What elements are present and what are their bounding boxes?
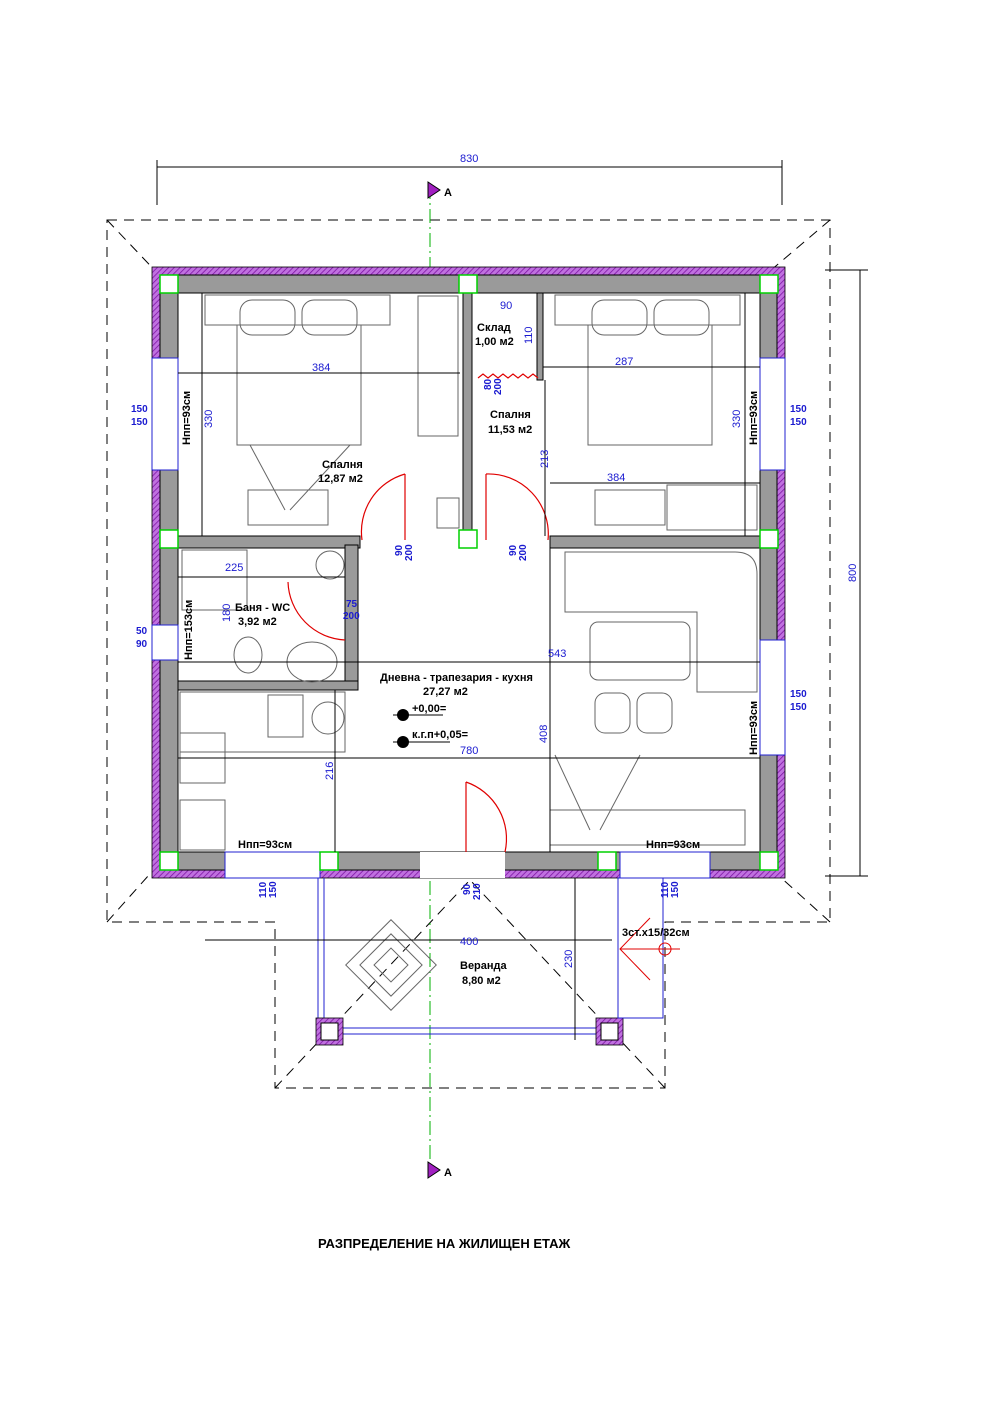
svg-text:150: 150 — [670, 881, 681, 898]
svg-text:216: 216 — [324, 762, 336, 780]
svg-text:Склад: Склад — [477, 322, 511, 334]
svg-text:150: 150 — [131, 417, 148, 428]
svg-text:Спалня: Спалня — [322, 459, 363, 471]
svg-text:80: 80 — [483, 378, 494, 390]
drawing-title: РАЗПРЕДЕЛЕНИЕ НА ЖИЛИЩЕН ЕТАЖ — [318, 1236, 571, 1251]
svg-text:150: 150 — [790, 702, 807, 713]
svg-text:к.г.п+0,05=: к.г.п+0,05= — [412, 729, 468, 741]
svg-text:408: 408 — [538, 725, 550, 743]
svg-text:200: 200 — [343, 611, 360, 622]
interior-walls — [177, 292, 761, 691]
room-bathroom: Баня - WC 3,92 м2 — [235, 602, 290, 628]
svg-text:384: 384 — [607, 472, 625, 484]
room-veranda: Веранда 8,80 м2 — [460, 960, 508, 987]
svg-text:90: 90 — [136, 639, 148, 650]
dim-overall-depth: 800 — [847, 564, 859, 582]
svg-text:8,80 м2: 8,80 м2 — [462, 975, 501, 987]
svg-text:Hпп=93см: Hпп=93см — [748, 391, 760, 445]
svg-text:200: 200 — [404, 544, 415, 561]
svg-text:Веранда: Веранда — [460, 960, 508, 972]
stairs-label: 3ст.х15/32см — [622, 927, 690, 939]
windows — [151, 357, 786, 879]
svg-text:A: A — [444, 1167, 452, 1179]
door-swings — [287, 373, 549, 853]
svg-text:110: 110 — [660, 881, 671, 898]
svg-text:27,27 м2: 27,27 м2 — [423, 686, 468, 698]
svg-text:200: 200 — [518, 544, 529, 561]
svg-text:90: 90 — [462, 883, 473, 895]
svg-text:Спалня: Спалня — [490, 409, 531, 421]
columns — [159, 274, 779, 871]
svg-text:330: 330 — [203, 410, 215, 428]
svg-text:150: 150 — [790, 689, 807, 700]
svg-text:Дневна - трапезария - кухня: Дневна - трапезария - кухня — [380, 672, 533, 684]
svg-text:210: 210 — [472, 883, 483, 900]
svg-text:Hпп=93см: Hпп=93см — [646, 839, 700, 851]
room-living: Дневна - трапезария - кухня 27,27 м2 — [380, 672, 533, 698]
svg-text:150: 150 — [268, 881, 279, 898]
opening-sizes: 80 200 90 200 90 200 75 200 90 210 150 1… — [131, 378, 807, 900]
svg-text:780: 780 — [460, 745, 478, 757]
svg-text:50: 50 — [136, 626, 148, 637]
furniture — [179, 294, 758, 1011]
svg-text:225: 225 — [225, 562, 243, 574]
svg-text:287: 287 — [615, 356, 633, 368]
room-bedroom-2: Спалня 11,53 м2 — [488, 409, 532, 436]
dim-overall-width: 830 — [460, 153, 478, 165]
svg-text:Hпп=93см: Hпп=93см — [238, 839, 292, 851]
svg-text:1,00 м2: 1,00 м2 — [475, 336, 514, 348]
svg-text:90: 90 — [500, 300, 512, 312]
sill-heights: Hпп=93см Hпп=93см Hпп=153см Hпп=93см Hпп… — [181, 391, 760, 851]
svg-text:330: 330 — [731, 410, 743, 428]
room-storage: Склад 1,00 м2 — [475, 322, 514, 348]
svg-text:110: 110 — [523, 326, 535, 344]
svg-text:90: 90 — [508, 544, 519, 556]
room-dimensions: 384 330 90 110 287 384 330 213 225 180 5… — [203, 300, 743, 968]
svg-text:200: 200 — [493, 378, 504, 395]
svg-text:A: A — [444, 187, 452, 199]
section-marker-bottom: A — [427, 1161, 452, 1179]
svg-text:543: 543 — [548, 648, 566, 660]
svg-text:75: 75 — [346, 599, 358, 610]
svg-text:Hпп=153см: Hпп=153см — [183, 600, 195, 660]
svg-text:110: 110 — [258, 881, 269, 898]
level-marks: +0,00= к.г.п+0,05= — [393, 703, 468, 748]
svg-text:384: 384 — [312, 362, 330, 374]
svg-text:230: 230 — [563, 950, 575, 968]
svg-text:3,92 м2: 3,92 м2 — [238, 616, 277, 628]
room-bedroom-1: Спалня 12,87 м2 — [318, 459, 363, 485]
svg-text:150: 150 — [790, 404, 807, 415]
svg-text:+0,00=: +0,00= — [412, 703, 446, 715]
svg-text:90: 90 — [394, 544, 405, 556]
svg-text:150: 150 — [790, 417, 807, 428]
svg-text:213: 213 — [539, 450, 551, 468]
svg-text:Баня - WC: Баня - WC — [235, 602, 290, 614]
svg-text:Hпп=93см: Hпп=93см — [748, 701, 760, 755]
svg-text:12,87 м2: 12,87 м2 — [318, 473, 363, 485]
veranda — [315, 877, 680, 1046]
dimension-lines — [156, 160, 868, 1040]
section-marker-top: A — [427, 181, 452, 199]
svg-text:150: 150 — [131, 404, 148, 415]
svg-text:180: 180 — [221, 604, 233, 622]
svg-text:Hпп=93см: Hпп=93см — [181, 391, 193, 445]
svg-text:11,53 м2: 11,53 м2 — [488, 424, 532, 436]
svg-text:400: 400 — [460, 936, 478, 948]
